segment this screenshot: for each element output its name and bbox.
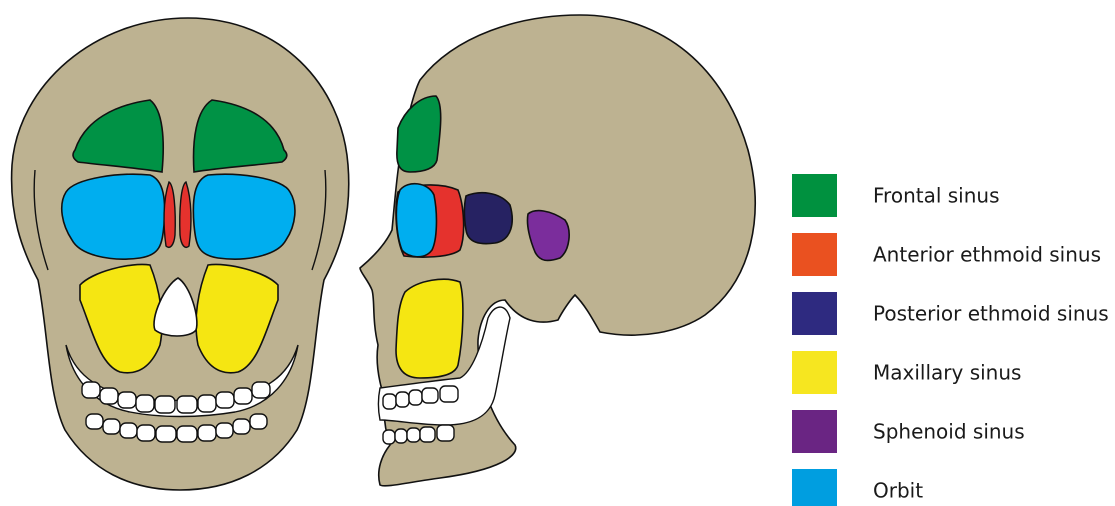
- frontal-sinus-side: [397, 96, 441, 172]
- tooth: [383, 394, 396, 409]
- legend-swatch-maxillary: [792, 351, 837, 394]
- legend-item-sphenoid: Sphenoid sinus: [792, 410, 1025, 453]
- tooth: [395, 429, 407, 443]
- legend-label-anterior-ethmoid: Anterior ethmoid sinus: [873, 243, 1101, 267]
- tooth: [103, 419, 120, 434]
- tooth: [234, 388, 252, 404]
- posterior-ethmoid-sinus-side: [465, 193, 513, 244]
- tooth: [86, 414, 103, 429]
- tooth: [198, 425, 216, 441]
- tooth: [136, 395, 154, 412]
- tooth: [120, 423, 137, 438]
- tooth: [440, 386, 458, 402]
- legend-swatch-anterior-ethmoid: [792, 233, 837, 276]
- orbit-right: [193, 174, 295, 259]
- tooth: [437, 425, 454, 441]
- legend-label-posterior-ethmoid: Posterior ethmoid sinus: [873, 302, 1109, 326]
- legend-label-orbit: Orbit: [873, 479, 923, 503]
- legend-label-frontal: Frontal sinus: [873, 184, 1000, 208]
- orbit-left: [62, 174, 165, 259]
- tooth: [422, 388, 438, 403]
- maxillary-sinus-side: [396, 279, 463, 378]
- tooth: [383, 430, 395, 444]
- tooth: [198, 395, 216, 412]
- tooth: [177, 396, 197, 413]
- legend-swatch-posterior-ethmoid: [792, 292, 837, 335]
- tooth: [155, 396, 175, 413]
- tooth: [407, 428, 420, 442]
- tooth: [250, 414, 267, 429]
- legend-swatch-sphenoid: [792, 410, 837, 453]
- legend-item-anterior-ethmoid: Anterior ethmoid sinus: [792, 233, 1101, 276]
- legend-item-orbit: Orbit: [792, 469, 923, 506]
- legend-swatch-orbit: [792, 469, 837, 506]
- tooth: [420, 427, 435, 442]
- legend-swatch-frontal: [792, 174, 837, 217]
- legend-item-frontal: Frontal sinus: [792, 174, 1000, 217]
- tooth: [216, 423, 233, 438]
- skull-front-outline: [12, 18, 349, 490]
- tooth: [177, 426, 197, 442]
- skull-side-view: [360, 15, 755, 486]
- orbit-side: [396, 184, 436, 257]
- anterior-ethmoid-sinus-front-right: [180, 182, 191, 247]
- tooth: [82, 382, 100, 398]
- legend-label-sphenoid: Sphenoid sinus: [873, 420, 1025, 444]
- tooth: [252, 382, 270, 398]
- tooth: [118, 392, 136, 408]
- legend-item-posterior-ethmoid: Posterior ethmoid sinus: [792, 292, 1109, 335]
- anterior-ethmoid-sinus-front-left: [164, 182, 175, 247]
- tooth: [396, 392, 409, 407]
- tooth: [156, 426, 176, 442]
- tooth: [137, 425, 155, 441]
- tooth: [100, 388, 118, 404]
- tooth: [216, 392, 234, 408]
- skull-front-view: [12, 18, 349, 490]
- legend-item-maxillary: Maxillary sinus: [792, 351, 1021, 394]
- legend-label-maxillary: Maxillary sinus: [873, 361, 1021, 385]
- tooth: [233, 419, 250, 434]
- tooth: [409, 390, 422, 405]
